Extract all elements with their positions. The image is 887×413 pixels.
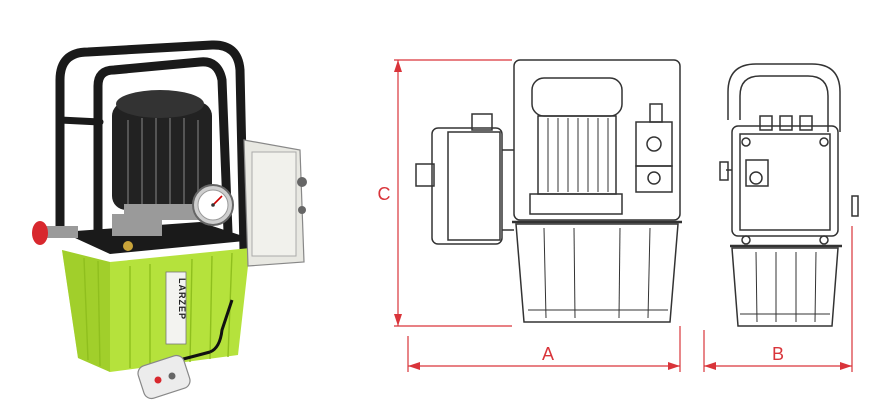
pendant-button-gray xyxy=(168,372,176,380)
dimension-a-label: A xyxy=(542,344,554,364)
base-plate xyxy=(62,222,255,254)
motor-flange xyxy=(124,204,210,220)
frame-right-loop xyxy=(93,57,233,237)
dimension-b-label: B xyxy=(772,344,784,364)
frame-outline xyxy=(513,59,681,221)
roll-frame xyxy=(55,40,249,255)
side-view-drawing xyxy=(719,63,859,327)
red-coupler-cap-icon xyxy=(32,221,48,245)
pressure-gauge xyxy=(192,184,234,226)
side-box-outline xyxy=(431,127,503,245)
gauge-needle xyxy=(212,195,223,206)
frame-crossbar xyxy=(56,116,104,126)
arrow-c-bottom-icon xyxy=(394,314,402,326)
side-tank-outline xyxy=(731,247,839,327)
side-housing-outline xyxy=(731,125,839,237)
motor-fins-outline xyxy=(537,115,617,195)
pump-photo: LARZEP xyxy=(32,40,307,400)
pressure-port xyxy=(123,241,133,251)
dimension-arrows xyxy=(394,60,852,370)
motor-fin-lines xyxy=(547,118,609,192)
frame-left-loop xyxy=(55,40,249,255)
arrow-a-left-icon xyxy=(408,362,420,370)
front-view-drawing xyxy=(415,59,682,323)
brand-label: LARZEP xyxy=(177,278,187,320)
handle-outline xyxy=(727,63,841,132)
arrow-c-top-icon xyxy=(394,60,402,72)
arrow-b-left-icon xyxy=(704,362,716,370)
arrow-b-right-icon xyxy=(840,362,852,370)
arrow-a-right-icon xyxy=(668,362,680,370)
electric-box-lid xyxy=(251,151,297,257)
pendant-button-red xyxy=(154,376,162,384)
remote-pendant xyxy=(137,354,191,400)
dimension-lines xyxy=(394,59,853,372)
cable-gland xyxy=(297,177,307,187)
motor-outline xyxy=(531,77,623,117)
tank-ribs xyxy=(83,252,233,368)
motor-body xyxy=(112,102,212,210)
motor-fan-cover xyxy=(116,90,204,118)
dimension-c-label: C xyxy=(378,184,391,204)
tank-outline xyxy=(515,223,679,323)
outlet-fitting xyxy=(44,226,78,238)
valve-panel xyxy=(635,121,673,167)
pendant-cable xyxy=(209,299,234,354)
brand-label-plate xyxy=(165,271,187,345)
